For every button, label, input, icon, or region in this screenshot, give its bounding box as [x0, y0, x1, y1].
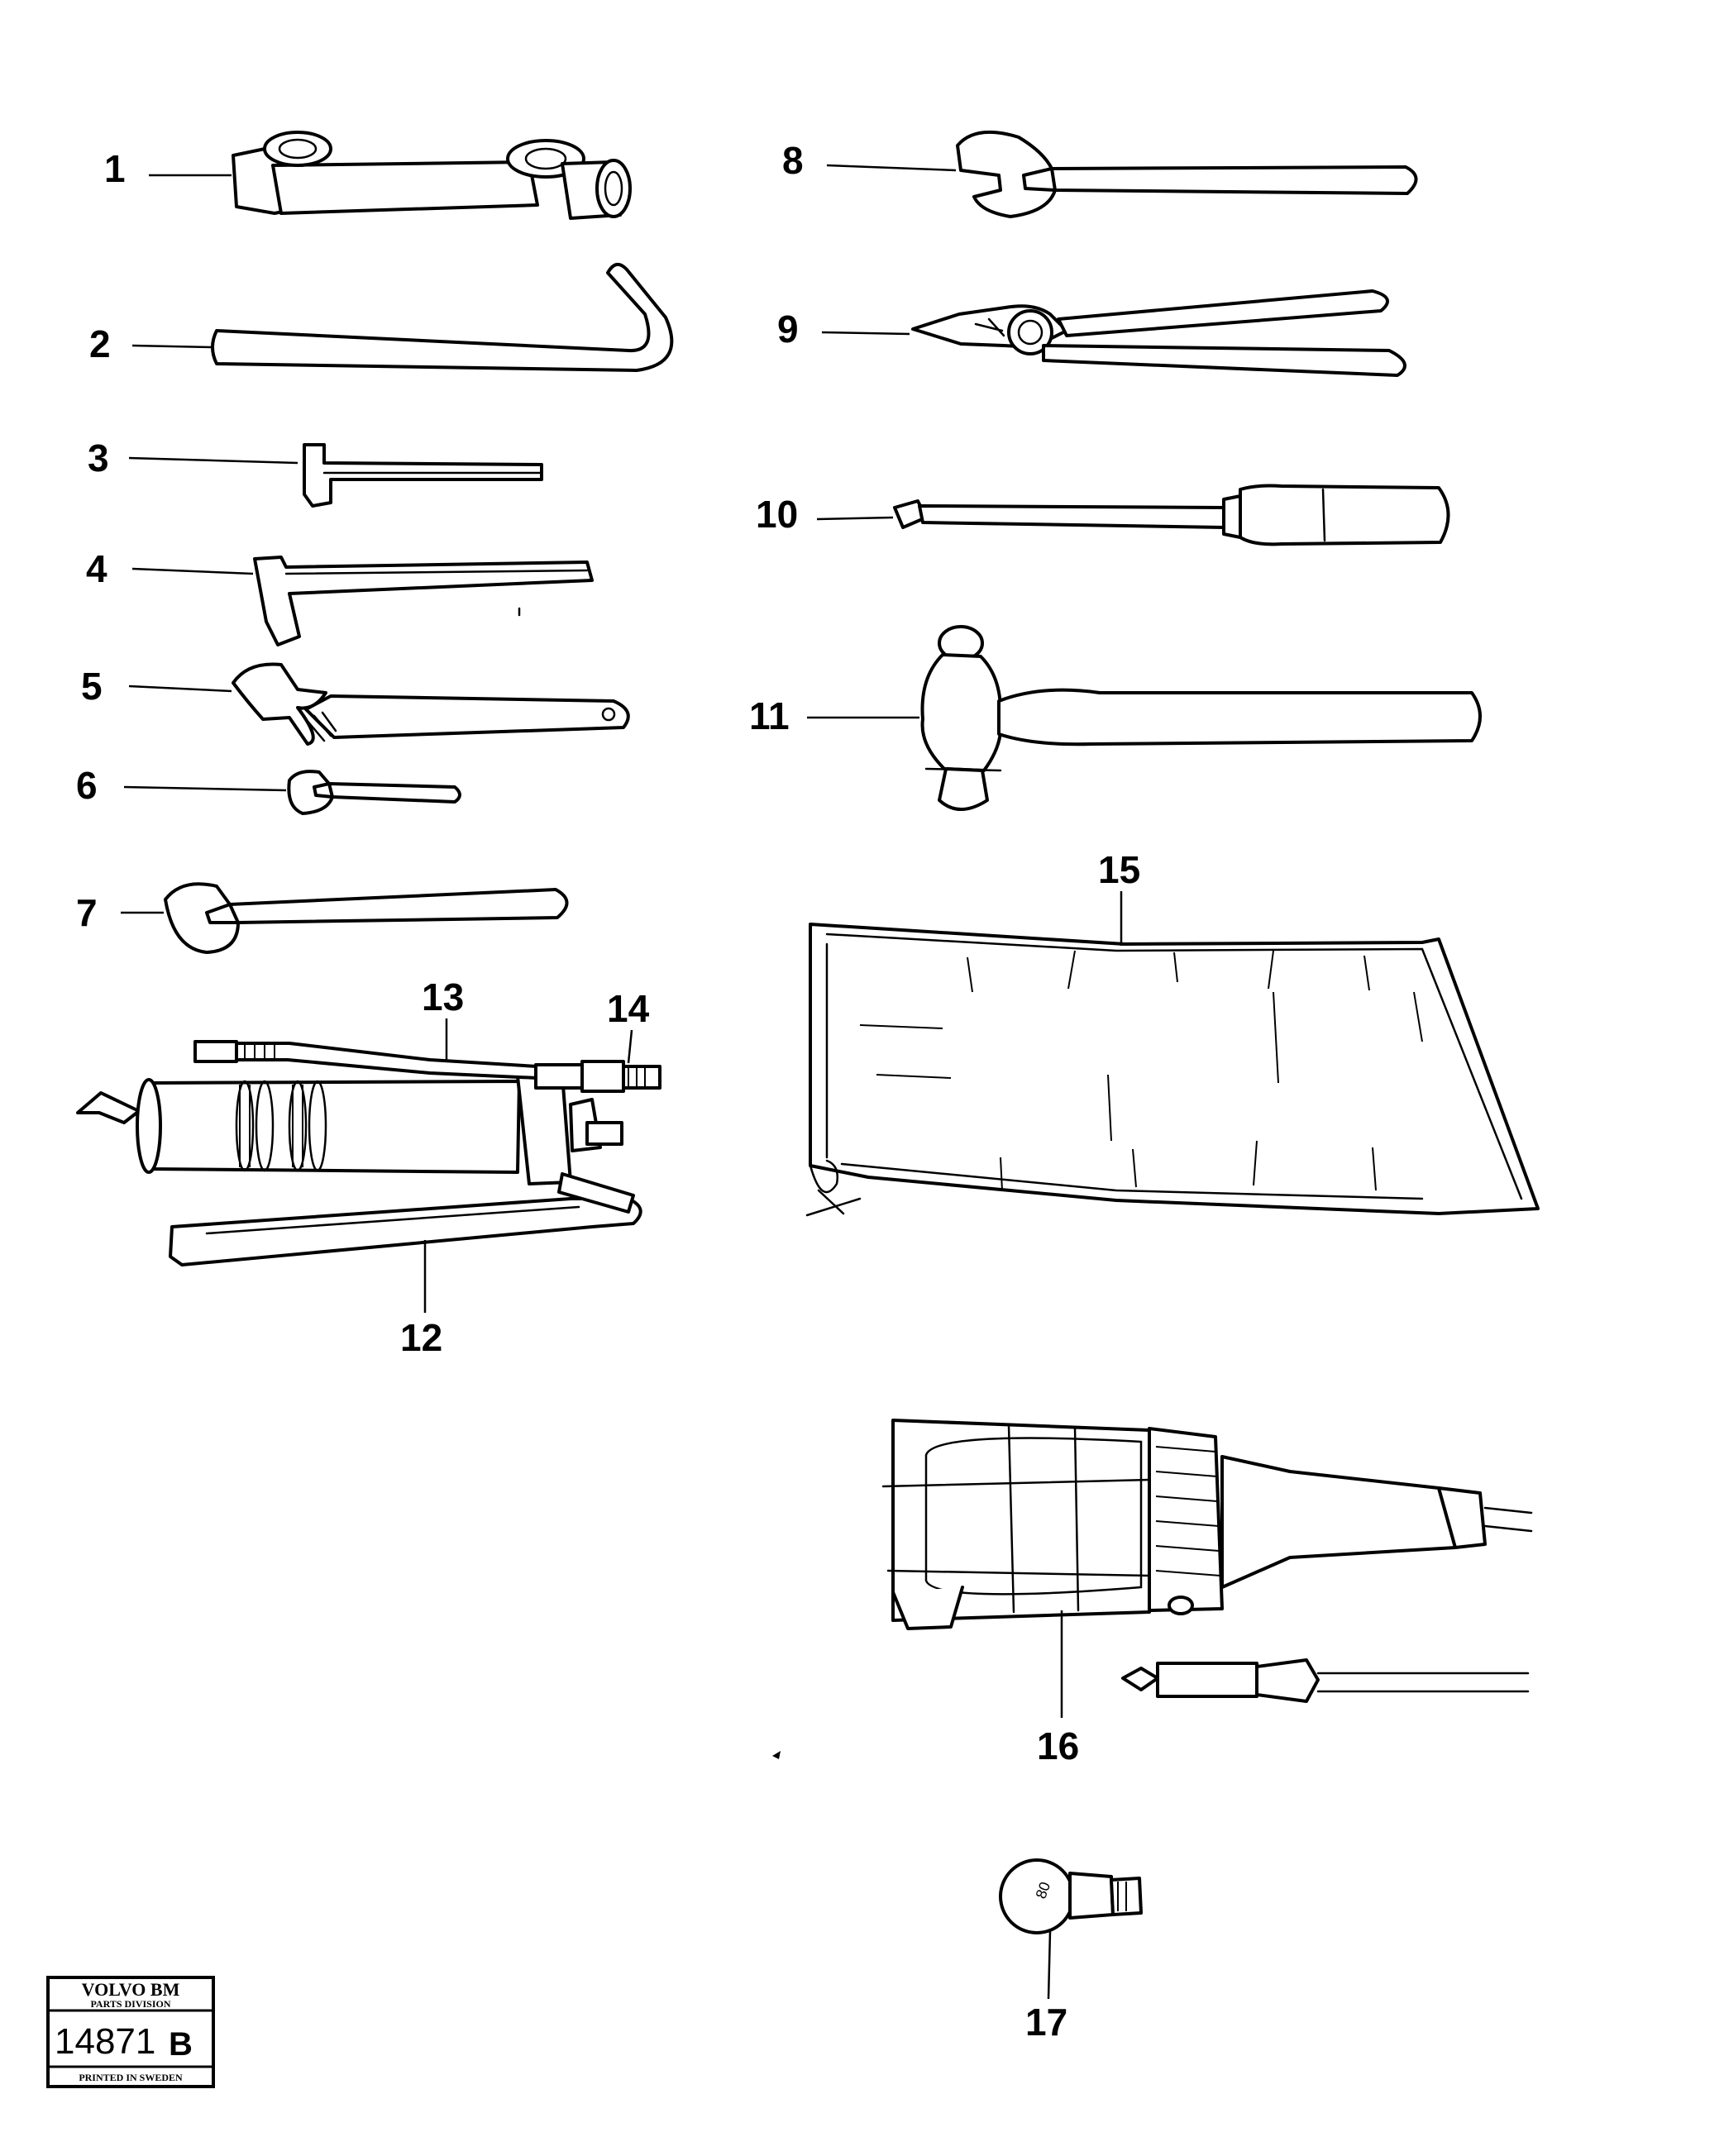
- callout-5: 5: [81, 665, 103, 708]
- callout-7: 7: [76, 891, 98, 934]
- callout-14: 14: [607, 987, 650, 1030]
- box-spanner-part-1: [232, 131, 632, 220]
- inspection-lamp-part-16: [881, 1419, 1533, 1703]
- badge-revision: B: [169, 2026, 193, 2063]
- volvo-bm-badge: VOLVO BM PARTS DIVISION 14871 B PRINTED …: [46, 1976, 215, 2088]
- small-spanner-part-6: [287, 770, 461, 815]
- callout-8: 8: [782, 139, 804, 182]
- screwdriver-part-10: [893, 484, 1450, 546]
- badge-brand: VOLVO BM: [82, 1979, 180, 2000]
- open-spanner-part-7: [164, 882, 569, 954]
- callout-15: 15: [1098, 848, 1140, 891]
- callout-1: 1: [104, 147, 126, 190]
- badge-number: 14871: [55, 2021, 155, 2062]
- l-bar-part-2: [211, 263, 674, 372]
- callout-4: 4: [86, 547, 107, 590]
- hex-key-part-4: [253, 556, 594, 646]
- grease-gun-part-12-13-14: [76, 1040, 661, 1266]
- callout-6: 6: [76, 764, 98, 807]
- bulb-part-17: 80: [999, 1858, 1143, 1934]
- callout-17: 17: [1025, 2001, 1067, 2044]
- callout-2: 2: [89, 322, 111, 365]
- badge-printed: PRINTED IN SWEDEN: [79, 2072, 183, 2083]
- tool-bag-part-15: [805, 923, 1540, 1217]
- badge-division: PARTS DIVISION: [90, 1998, 170, 2010]
- callout-3: 3: [88, 436, 109, 479]
- callout-11: 11: [749, 694, 790, 737]
- callout-10: 10: [756, 493, 798, 536]
- adjustable-wrench-part-5: [232, 662, 630, 746]
- open-wrench-part-8: [956, 130, 1418, 218]
- callout-9: 9: [777, 308, 799, 351]
- pliers-part-9: [911, 289, 1406, 377]
- hex-key-part-3: [303, 443, 543, 508]
- callout-13: 13: [422, 975, 464, 1018]
- callout-12: 12: [400, 1316, 442, 1359]
- hammer-part-11: [920, 625, 1482, 811]
- callout-16: 16: [1037, 1724, 1079, 1767]
